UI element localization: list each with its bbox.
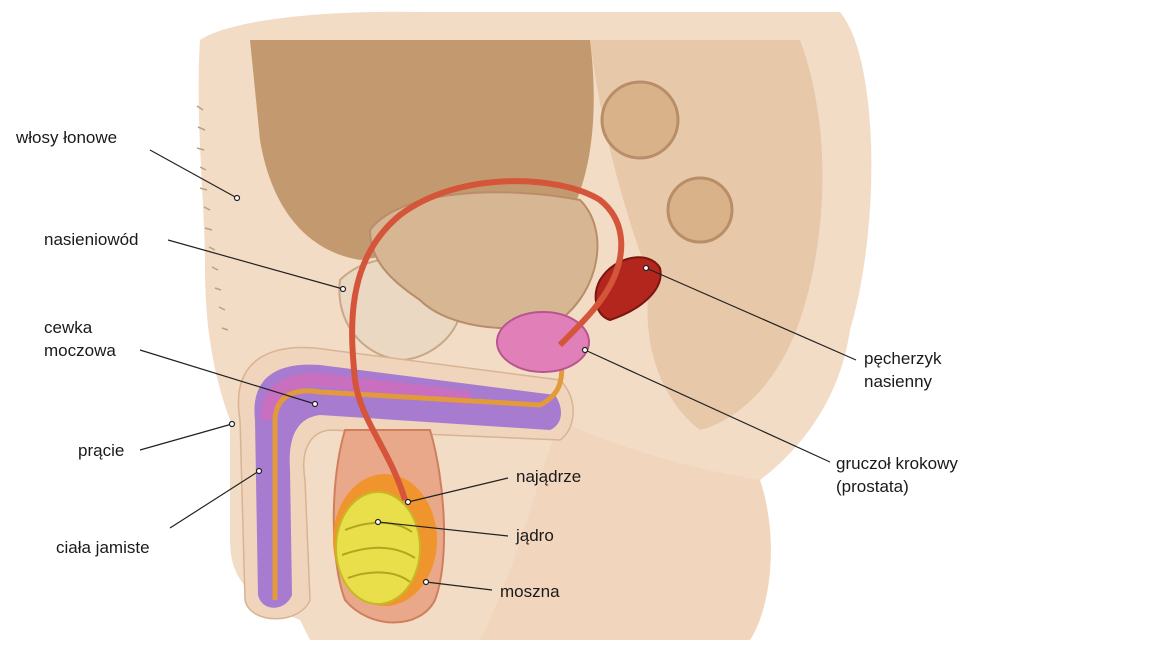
prostate (496, 311, 590, 373)
leader-pracie (139, 423, 233, 451)
leader-wlosy (149, 149, 238, 199)
leader-ciala (169, 470, 260, 529)
label-nasieniowod-text: nasieniowód (44, 230, 139, 249)
label-gruczol-krokowy: gruczoł krokowy (prostata) (836, 452, 958, 498)
pubic-hair (196, 105, 229, 331)
urethra (272, 349, 565, 600)
label-moszna: moszna (500, 580, 560, 603)
label-najadrze-text: najądrze (516, 467, 582, 486)
leader-cewka (139, 349, 316, 405)
label-gruczol-line2: (prostata) (836, 477, 909, 496)
label-cewka-moczowa: cewka moczowa (44, 316, 116, 362)
label-ciala-jamiste-text: ciała jamiste (56, 538, 150, 557)
label-nasieniowod: nasieniowód (44, 228, 139, 251)
leader-lines (139, 149, 857, 591)
corpora-cavernosa (254, 364, 562, 608)
leader-jadro (377, 521, 509, 537)
label-pracie-text: prącie (78, 441, 125, 460)
label-najadrze: najądrze (516, 465, 581, 488)
label-ciala-jamiste: ciała jamiste (56, 536, 150, 559)
bladder (368, 191, 599, 330)
label-pecherzyk-line2: nasienny (864, 372, 933, 391)
label-pracie: prącie (78, 439, 124, 462)
label-pecherzyk-line1: pęcherzyk (864, 349, 942, 368)
label-cewka-line2: moczowa (44, 341, 116, 360)
rectum-loop (666, 176, 734, 244)
label-cewka-line1: cewka (44, 318, 93, 337)
label-wlosy-lonowe-text: włosy łonowe (16, 128, 118, 147)
leader-gruczol (584, 349, 831, 463)
label-moszna-text: moszna (500, 582, 560, 601)
leader-moszna (425, 581, 493, 591)
leader-pecherzyk (645, 267, 857, 361)
label-jadro: jądro (516, 524, 554, 547)
label-gruczol-line1: gruczoł krokowy (836, 454, 958, 473)
buttock (480, 420, 771, 640)
corpus-spongiosum (260, 372, 471, 421)
vas-deferens (349, 178, 625, 501)
label-jadro-text: jądro (516, 526, 554, 545)
rectum (600, 80, 680, 160)
leader-najadrze (407, 477, 509, 503)
label-wlosy-lonowe: włosy łonowe (16, 126, 117, 149)
leader-nasieniowod (167, 239, 344, 290)
label-pecherzyk-nasienny: pęcherzyk nasienny (864, 347, 941, 393)
leader-points (228, 194, 650, 586)
